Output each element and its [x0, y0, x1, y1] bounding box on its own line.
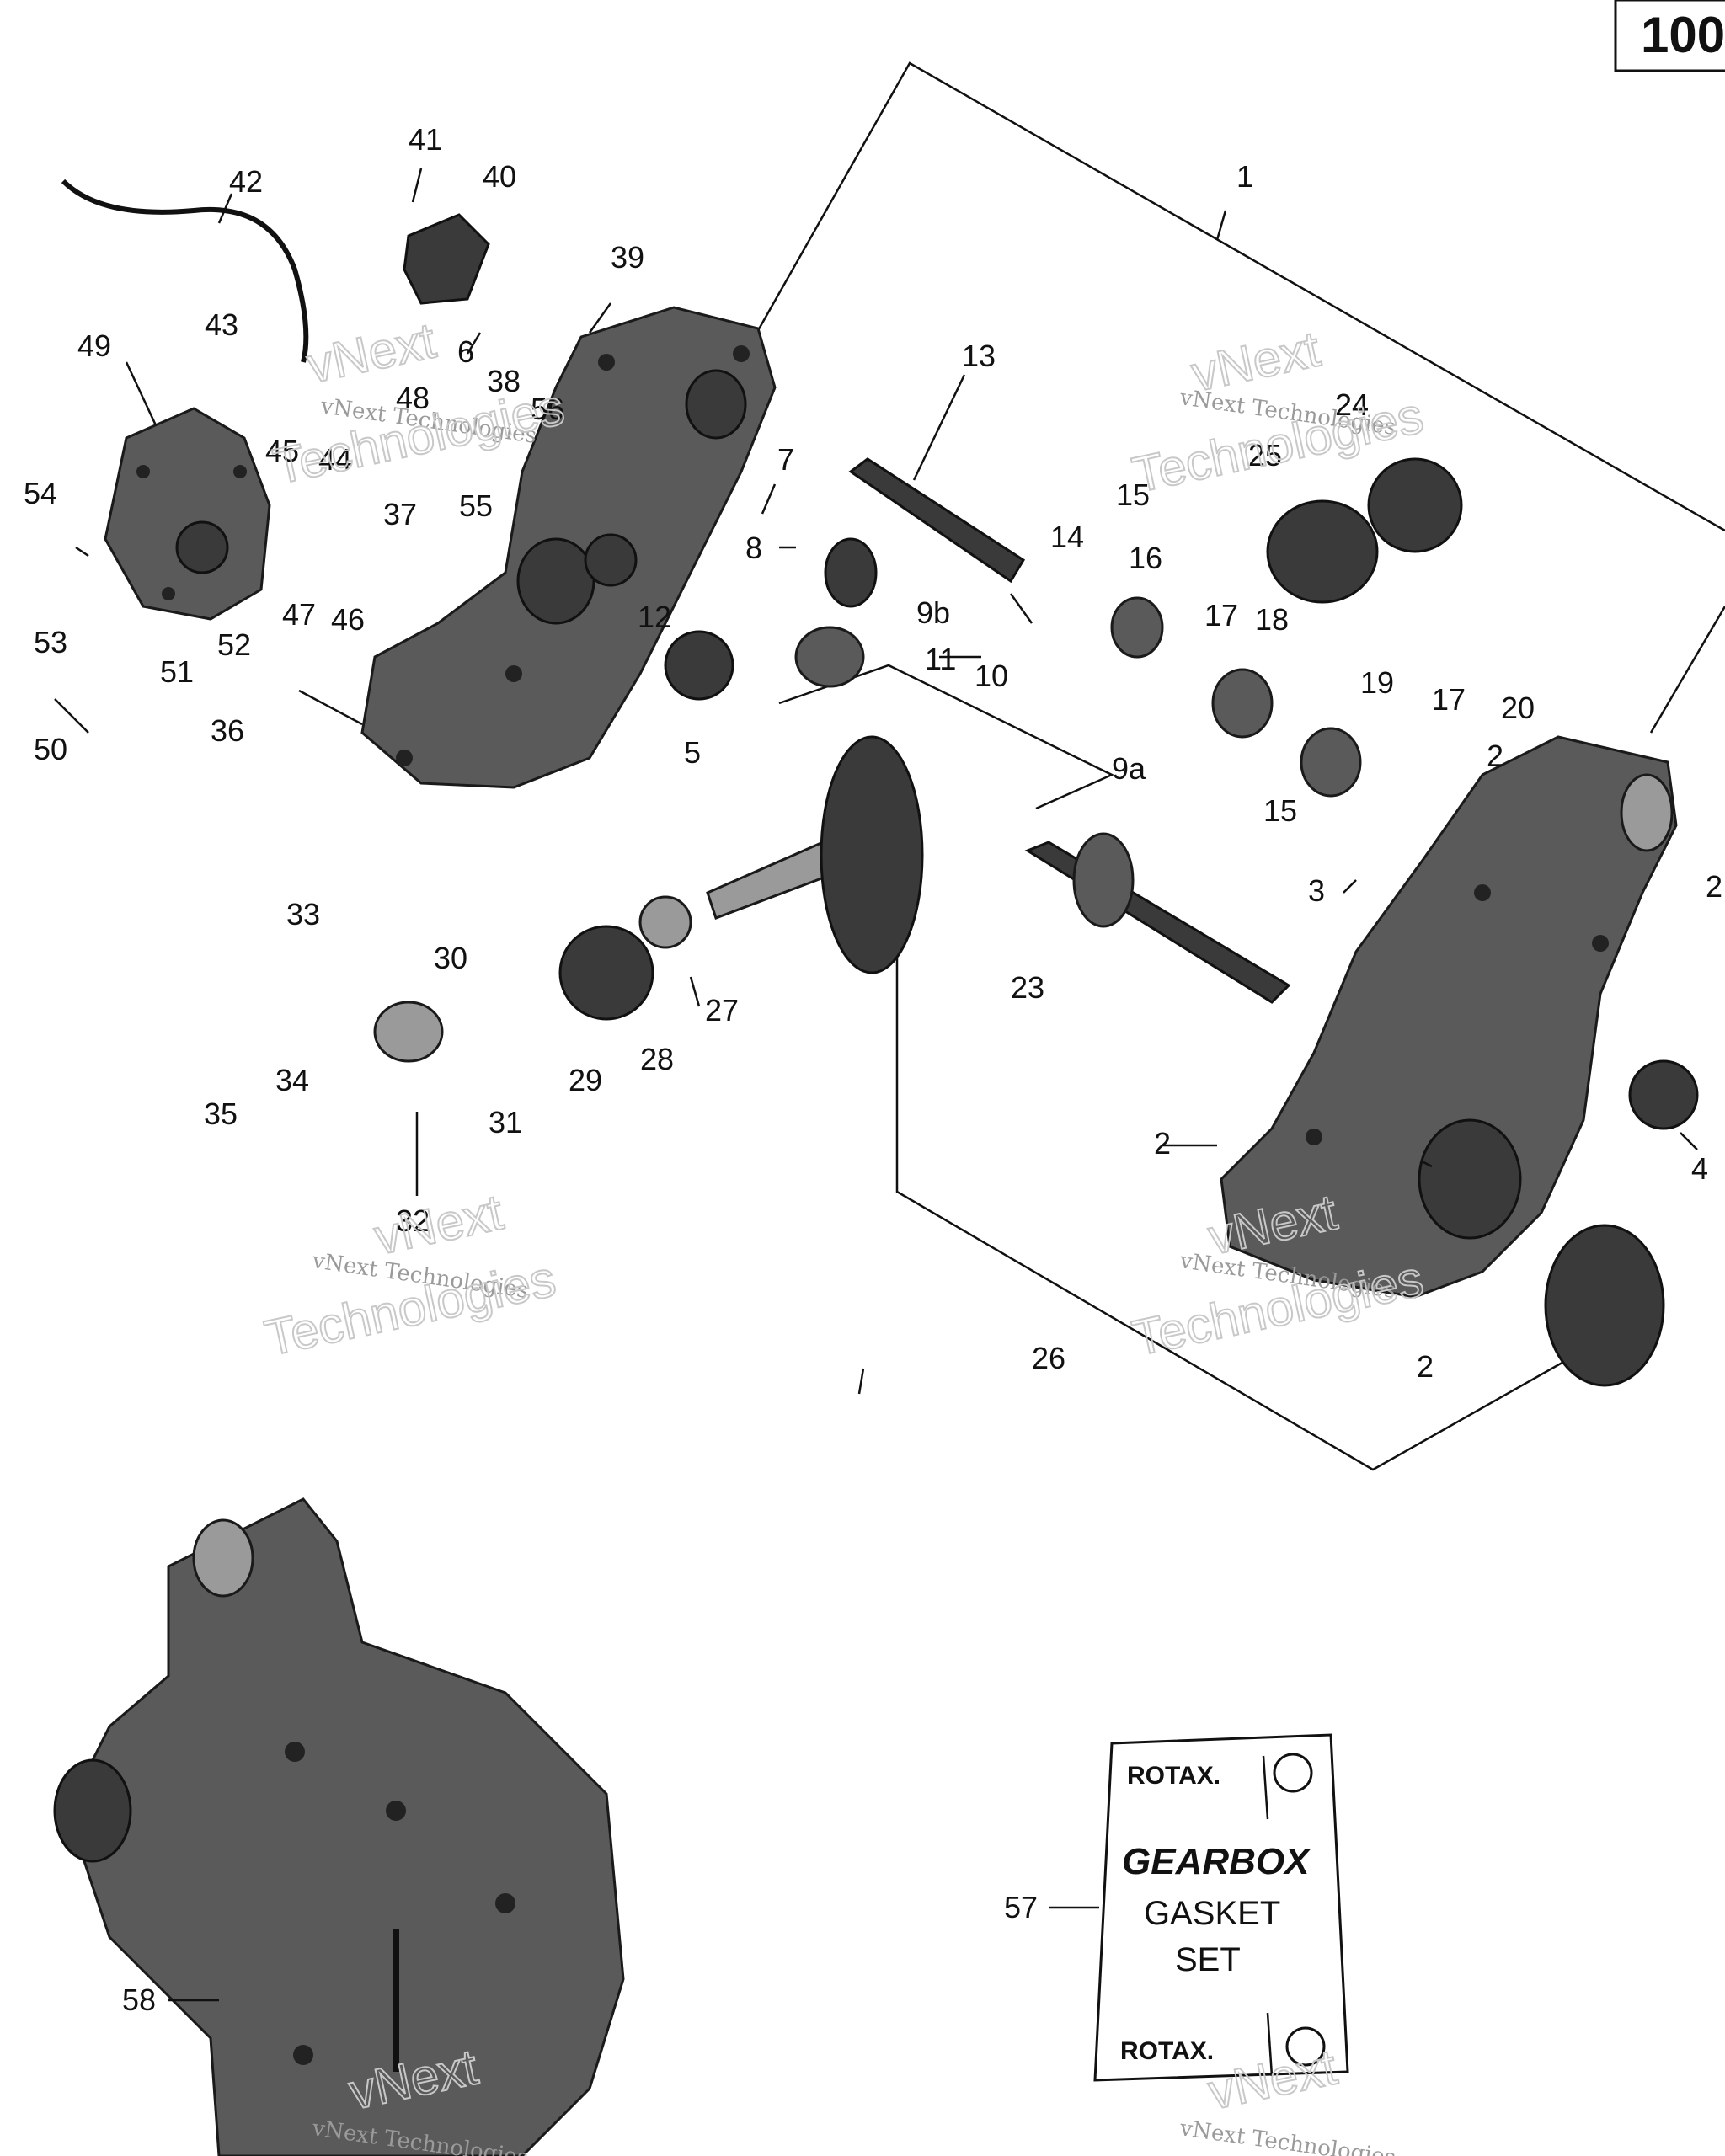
callout-17a: 17 — [1204, 598, 1238, 632]
callout-49: 49 — [77, 328, 111, 363]
callout-14: 14 — [1050, 520, 1084, 554]
callout-50: 50 — [34, 732, 67, 766]
cover-housing-49 — [104, 407, 271, 621]
card-title-line2: GASKET — [1144, 1895, 1280, 1932]
gearbox-assembly-58 — [53, 1497, 625, 2156]
callout-30: 30 — [434, 941, 467, 975]
callout-17b: 17 — [1432, 682, 1466, 717]
callout-43: 43 — [205, 307, 238, 342]
callout-52: 52 — [217, 627, 251, 662]
callout-25: 25 — [1248, 438, 1282, 472]
page-number-box: 100 — [1614, 0, 1725, 72]
callout-55: 55 — [459, 488, 493, 523]
callout-7: 7 — [777, 442, 794, 477]
callout-labels: 1 2 2 2 2 2 3 4 5 6 7 8 9a 9b 10 11 12 1… — [24, 122, 1722, 2017]
callout-35: 35 — [204, 1097, 238, 1131]
callout-32: 32 — [396, 1203, 430, 1238]
shaft-13 — [848, 457, 1026, 584]
card-title-line1: GEARBOX — [1122, 1841, 1311, 1882]
callout-37: 37 — [383, 497, 417, 531]
callout-10: 10 — [975, 659, 1008, 693]
callout-28: 28 — [640, 1042, 674, 1076]
callout-42: 42 — [229, 164, 263, 199]
callout-18: 18 — [1255, 602, 1289, 637]
wiring-harness-42 — [61, 179, 309, 363]
callout-20: 20 — [1501, 691, 1535, 725]
callout-9a: 9a — [1112, 751, 1146, 786]
callout-34: 34 — [275, 1063, 309, 1097]
callout-13: 13 — [962, 339, 996, 373]
callout-46: 46 — [331, 602, 365, 637]
callout-6: 6 — [457, 334, 474, 369]
callout-44: 44 — [318, 442, 352, 477]
callout-15a: 15 — [1116, 478, 1150, 512]
callout-3: 3 — [1308, 873, 1325, 908]
callout-53: 53 — [34, 625, 67, 659]
sensor-40 — [403, 213, 490, 305]
callout-24: 24 — [1335, 387, 1369, 422]
callout-4: 4 — [1691, 1151, 1708, 1186]
callout-41: 41 — [409, 122, 442, 157]
callout-2c: 2 — [1154, 1126, 1171, 1161]
callout-5: 5 — [684, 735, 701, 770]
main-housing-left — [360, 306, 777, 789]
callout-11: 11 — [925, 642, 956, 676]
callout-47: 47 — [282, 597, 316, 632]
callout-51: 51 — [160, 654, 194, 689]
callout-2a: 2 — [1487, 739, 1503, 773]
main-housing-right — [1220, 735, 1678, 1299]
callout-33: 33 — [286, 897, 320, 931]
callout-26: 26 — [1032, 1341, 1065, 1375]
card-brand-top: ROTAX. — [1127, 1762, 1220, 1790]
callout-16: 16 — [1129, 541, 1162, 575]
page-number: 100 — [1641, 7, 1725, 63]
callout-54: 54 — [24, 476, 57, 510]
callout-38: 38 — [487, 364, 521, 398]
svg-text:vNext Technologies: vNext Technologies — [1178, 2116, 1397, 2156]
callout-27: 27 — [705, 993, 739, 1027]
callout-8: 8 — [745, 531, 762, 565]
bearing-rings — [373, 457, 1699, 1130]
callout-58: 58 — [122, 1983, 156, 2017]
diff-gear-bottom-right — [1544, 1224, 1665, 1387]
callout-57: 57 — [1004, 1890, 1038, 1924]
callout-15b: 15 — [1263, 793, 1297, 828]
card-title-line3: SET — [1175, 1941, 1241, 1978]
callout-2d: 2 — [1417, 1349, 1434, 1384]
callout-39: 39 — [611, 240, 644, 275]
callout-1: 1 — [1236, 159, 1253, 194]
card-brand-bottom: ROTAX. — [1120, 2037, 1214, 2065]
callout-19: 19 — [1360, 665, 1394, 700]
callout-23: 23 — [1011, 970, 1044, 1005]
callout-48: 48 — [396, 381, 430, 415]
shaft-23 — [1024, 832, 1291, 1004]
svg-text:vNext: vNext — [370, 1183, 508, 1265]
pinion-gear-shaft — [706, 735, 924, 974]
callout-40: 40 — [483, 159, 516, 194]
leader-lines — [54, 168, 1698, 2002]
callout-12: 12 — [638, 600, 671, 634]
gasket-set-card: ROTAX. GEARBOX GASKET SET ROTAX. — [1093, 1733, 1349, 2082]
callout-29: 29 — [569, 1063, 602, 1097]
callout-56: 56 — [531, 392, 564, 426]
callout-45: 45 — [265, 434, 299, 468]
callout-2b: 2 — [1706, 869, 1722, 904]
watermark-3: vNext vNext Technologies Technologies — [259, 1182, 562, 1367]
callout-31: 31 — [489, 1105, 522, 1139]
callout-9b: 9b — [916, 595, 950, 630]
callout-36: 36 — [211, 713, 244, 748]
